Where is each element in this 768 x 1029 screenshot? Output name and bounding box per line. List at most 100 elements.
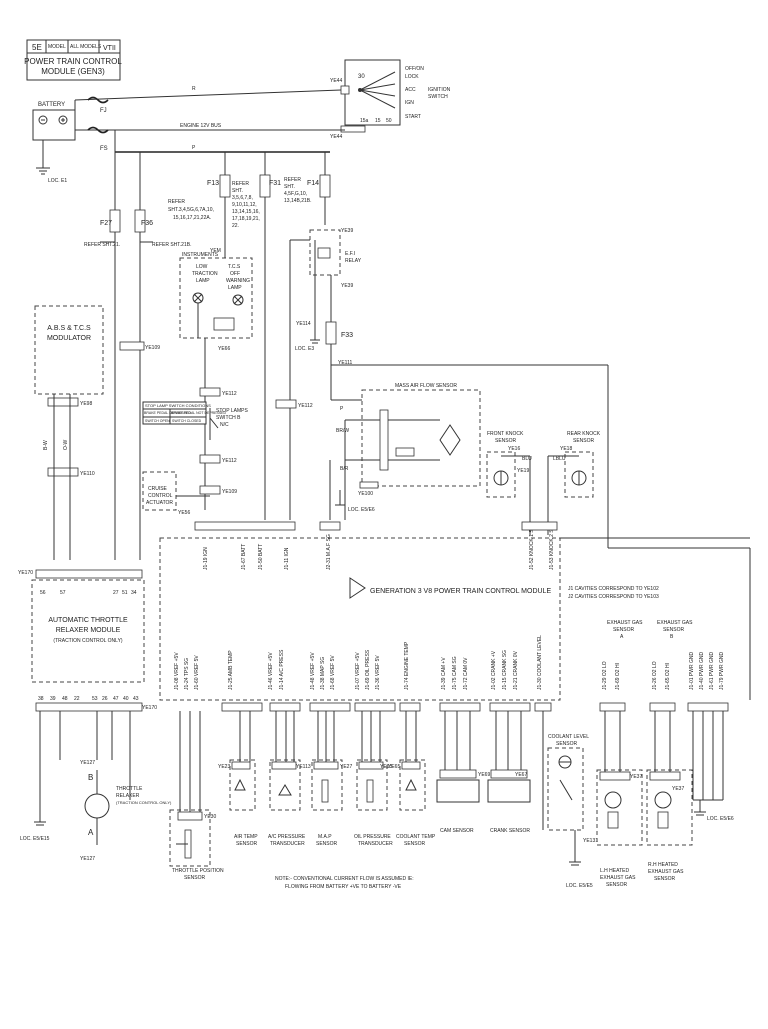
lh-3: SENSOR [606, 882, 628, 888]
atr-bottom-pin-5: 26 [102, 696, 108, 702]
pcm-note-2: J2 CAVITIES CORRESPOND TO YE103 [568, 594, 659, 600]
pcm-note-1: J1 CAVITIES CORRESPOND TO YE102 [568, 586, 659, 592]
pcm-bottom-pin-8: J1-68 VREF 5V [330, 655, 336, 690]
ignition-connector-top: YE44 [330, 78, 342, 84]
atr-top-pin-34: 34 [131, 590, 137, 596]
lamp2-3: WARNING [226, 278, 250, 284]
pcm-bottom-pin-2: J1-60 VREF 5V [194, 655, 200, 690]
stop-row1-b: BRAKE PEDAL NOT DEPRESSED [171, 411, 227, 415]
pcm-bottom-pin-5: J1-14 A/C PRESS [279, 649, 285, 690]
pcm-bottom-pin-11: J1-36 VREF 5V [375, 655, 381, 690]
atr-top-pin-56: 56 [40, 590, 46, 596]
stop-lamp-switch: STOP LAMP SWITCH CONDITIONS BRAKE PEDAL … [142, 387, 313, 464]
atr-bottom-pin-1: 39 [50, 696, 56, 702]
refer-sht21: REFER SHT.21. [84, 242, 120, 248]
coolant-temp-conn: YE65 [388, 764, 400, 770]
refer-f14-1: REFER [284, 177, 301, 183]
stop-row1-a: BRAKE PEDAL DEPRESSED [144, 411, 191, 415]
ignition-pos-lock: LOCK [405, 74, 419, 80]
refer-f31-6: 17,18,19,21, [232, 216, 260, 222]
map-1: M.A.P [318, 834, 332, 840]
refer-f13-2: SHT.3,4,5G,6,7A,10, [168, 207, 214, 213]
maf-loc: LOC. E5/E6 [348, 507, 375, 513]
ignition-label-2: SWITCH [428, 94, 448, 100]
air-temp-2: SENSOR [236, 841, 258, 847]
abs-conn-3: YE109 [145, 345, 160, 351]
pcm-top-pin-5: J1-52 KNOCK 1 SG [529, 525, 535, 570]
coolant-level-conn: YE131 [583, 838, 598, 844]
ignition-label-1: IGNITION [428, 87, 451, 93]
wire-blu: BLU [522, 456, 532, 462]
refer-f31-7: 22. [232, 223, 239, 229]
refer-f31-2: SHT. [232, 188, 243, 194]
rear-knock-conn: YE18 [560, 446, 572, 452]
atr-bottom-pin-8: 43 [133, 696, 139, 702]
note-block: NOTE:- CONVENTIONAL CURRENT FLOW IS ASSU… [275, 876, 414, 890]
coolant-level-loc: LOC. E5/E5 [566, 883, 593, 889]
front-knock-conn-2: YE19 [517, 468, 529, 474]
title-line-2: MODULE (GEN3) [41, 67, 105, 76]
stop-label-1: STOP LAMPS [216, 408, 248, 414]
pcm-bottom-pin-15: J1-72 CAM 0V [463, 657, 469, 690]
front-knock-conn: YE16 [508, 446, 520, 452]
stop-label-3: N/C [220, 422, 229, 428]
efi-conn-4: YE111 [338, 360, 352, 366]
atr-top-pin-57: 57 [60, 590, 66, 596]
atr-bottom-pin-6: 47 [113, 696, 119, 702]
coolant-level-2: SENSOR [556, 741, 578, 747]
instruments-conn: YE66 [218, 346, 230, 352]
coolant-temp-1: COOLANT TEMP [396, 834, 436, 840]
cruise-conn-2: YE56 [178, 510, 190, 516]
eg-a-3: A [620, 634, 624, 640]
pcm-bottom-pin-3: J1-25 AMB TEMP [228, 650, 234, 690]
pcm-bottom-pin-7: J1-38 MAP SG [320, 657, 326, 690]
air-temp-1: AIR TEMP [234, 834, 258, 840]
pcm-bottom-pin-20: J1-29 O2 LO [602, 661, 608, 690]
ignition-pin-15a: 15a [360, 118, 369, 124]
cam-label: CAM SENSOR [440, 828, 474, 834]
pcm-bottom-pin-24: J1-01 PWR GND [689, 652, 695, 690]
tps-label-2: SENSOR [184, 875, 206, 881]
lamp1-3: LAMP [196, 278, 210, 284]
lh-2: EXHAUST GAS [600, 875, 636, 881]
refer-f31-4: 9,10,11,12, [232, 202, 257, 208]
atr-top-pin-27: 27 [113, 590, 119, 596]
ignition-switch: YE44 YE44 30 15a 15 50 OFF/ON LOCK ACC I… [330, 59, 451, 140]
lamp2-4: LAMP [228, 285, 242, 291]
fuse-fs: FS [100, 146, 108, 152]
pcm-top-pin-6: J1-53 KNOCK 2 SG [549, 525, 555, 570]
pcm-bottom-pin-10: J1-69 OIL PRESS [365, 649, 371, 690]
maf-wire-1: BR/W [336, 428, 349, 434]
refer-f14-2: SHT. [284, 184, 295, 190]
pwr-gnd-loc: LOC. E5/E6 [707, 816, 734, 822]
ac-2: TRANSDUCER [270, 841, 305, 847]
battery-loc: LOC. E1 [48, 178, 67, 184]
eg-b-1: EXHAUST GAS [657, 620, 693, 626]
title-block: 5E MODEL ALL MODELS VTII POWER TRAIN CON… [24, 39, 122, 81]
instruments-conn-top: YEM [210, 248, 221, 254]
pcm-bottom-pin-25: J1-40 PWR GND [699, 652, 705, 690]
rh-2: EXHAUST GAS [648, 869, 684, 875]
throttle-group: B A THROTTLE RELAXER (TRACTION CONTROL O… [20, 711, 224, 881]
abs-modulator: A.B.S & T.C.S MODULATOR YE98 YE110 YE109… [34, 305, 160, 560]
eg-b-3: B [670, 634, 674, 640]
fuse-f27: F27 [100, 220, 112, 227]
fuse-f31: F31 [269, 180, 281, 187]
throttle-relaxer-2: RELAXER [116, 793, 140, 799]
cruise-line-1: CRUISE [148, 486, 168, 492]
engine-bus-label: ENGINE 12V BUS [180, 123, 222, 129]
pcm-top-pin-3: J1-11 IGN [284, 547, 290, 570]
lamp2-2: OFF [230, 271, 240, 277]
throttle-conn-bottom: YE127 [80, 856, 95, 862]
cruise-line-2: CONTROL [148, 493, 173, 499]
throttle-conn-top: YE127 [80, 760, 95, 766]
refer-notes: REFER SHT.21. REFER SHT.21B. REFER SHT.3… [84, 177, 312, 560]
pcm-bottom-pin-23: J1-65 O2 HI [665, 663, 671, 690]
fuses: F13 F31 F14 F27 F36 F33 [100, 174, 353, 345]
maf-label: MASS AIR FLOW SENSOR [395, 383, 457, 389]
ignition-connector-bottom: YE44 [330, 134, 342, 140]
atr-line-3: (TRACTION CONTROL ONLY) [53, 638, 123, 644]
main-power-wires: FJ R FS ENGINE 12V BUS P [74, 86, 345, 200]
pcm-title: GENERATION 3 V8 POWER TRAIN CONTROL MODU… [370, 588, 551, 595]
abs-wire-1: B-W [43, 440, 49, 450]
